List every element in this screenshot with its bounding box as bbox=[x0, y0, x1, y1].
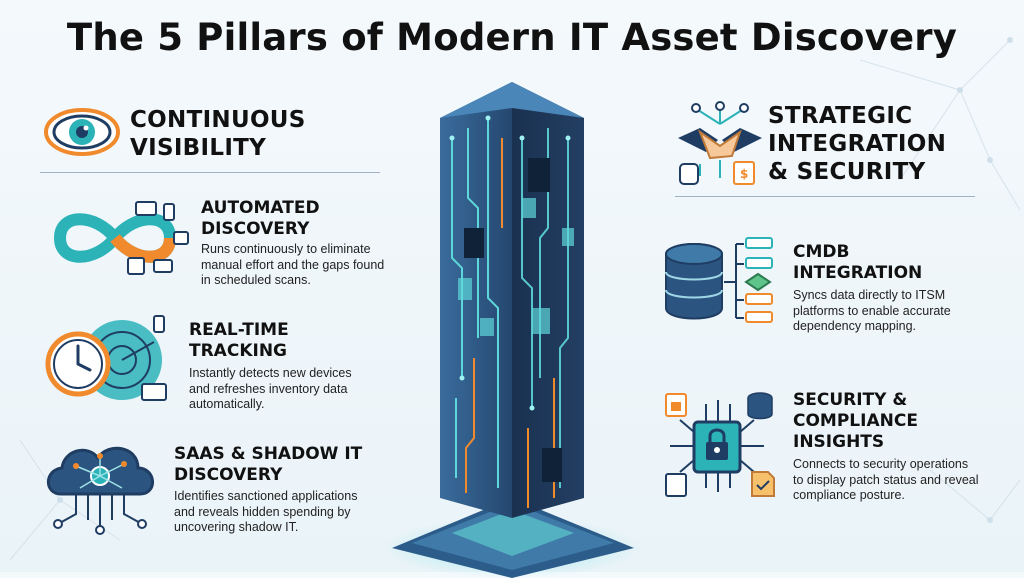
cmdb-integration-description: Syncs data directly to ITSM platforms to… bbox=[793, 288, 951, 335]
clock-radar-icon bbox=[45, 315, 167, 401]
desc-line: automatically. bbox=[189, 397, 265, 411]
title-line: SAAS & SHADOW IT bbox=[174, 444, 363, 464]
infinity-devices-icon bbox=[53, 201, 189, 275]
database-sync-icon bbox=[665, 237, 773, 323]
real-time-tracking-description: Instantly detects new devices and refres… bbox=[189, 366, 352, 413]
desc-line: dependency mapping. bbox=[793, 319, 917, 333]
title-line: COMPLIANCE bbox=[793, 411, 918, 431]
cmdb-integration-title: CMDB INTEGRATION bbox=[793, 242, 922, 284]
left-heading-line2: VISIBILITY bbox=[130, 135, 267, 161]
desc-line: Identifies sanctioned applications bbox=[174, 489, 358, 503]
desc-line: Syncs data directly to ITSM bbox=[793, 288, 946, 302]
saas-shadow-it-title: SAAS & SHADOW IT DISCOVERY bbox=[174, 444, 362, 486]
right-heading-line2: INTEGRATION bbox=[768, 131, 947, 157]
desc-line: and refreshes inventory data bbox=[189, 381, 348, 396]
page-title: The 5 Pillars of Modern IT Asset Discove… bbox=[66, 16, 958, 59]
svg-text:$: $ bbox=[740, 167, 748, 181]
desc-line: and reveals hidden spending by bbox=[174, 504, 351, 519]
desc-line: Connects to security operations bbox=[793, 457, 969, 471]
right-heading-line1: STRATEGIC bbox=[768, 103, 913, 129]
desc-line: to display patch status and reveal bbox=[793, 472, 979, 487]
desc-line: in scheduled scans. bbox=[201, 273, 311, 287]
real-time-tracking-title: REAL-TIME TRACKING bbox=[189, 320, 289, 362]
title-line: INTEGRATION bbox=[793, 263, 923, 283]
title-line: CMDB bbox=[793, 242, 850, 262]
left-section-heading: CONTINUOUS VISIBILITY bbox=[130, 106, 306, 162]
data-tower-illustration bbox=[382, 82, 642, 578]
cloud-network-icon bbox=[46, 446, 154, 535]
desc-line: uncovering shadow IT. bbox=[174, 520, 299, 534]
title-line: TRACKING bbox=[189, 341, 287, 361]
desc-line: Instantly detects new devices bbox=[189, 366, 352, 380]
title-line: REAL-TIME bbox=[189, 320, 289, 340]
eye-icon bbox=[44, 108, 120, 156]
handshake-integration-icon: $ bbox=[678, 101, 762, 185]
left-heading-line1: CONTINUOUS bbox=[130, 107, 306, 133]
title-line: AUTOMATED bbox=[201, 198, 320, 218]
title-line: INSIGHTS bbox=[793, 432, 885, 452]
right-divider bbox=[675, 196, 975, 197]
left-divider bbox=[40, 172, 380, 173]
desc-line: compliance posture. bbox=[793, 488, 905, 502]
security-compliance-title: SECURITY & COMPLIANCE INSIGHTS bbox=[793, 390, 918, 453]
security-chip-icon bbox=[665, 392, 775, 497]
security-compliance-description: Connects to security operations to displ… bbox=[793, 457, 979, 504]
right-heading-line3: & SECURITY bbox=[768, 159, 926, 185]
title-line: DISCOVERY bbox=[201, 219, 310, 239]
automated-discovery-description: Runs continuously to eliminate manual ef… bbox=[201, 242, 384, 289]
desc-line: manual effort and the gaps found bbox=[201, 257, 385, 272]
desc-line: Runs continuously to eliminate bbox=[201, 242, 371, 256]
title-line: DISCOVERY bbox=[174, 465, 283, 485]
right-section-heading: STRATEGIC INTEGRATION & SECURITY bbox=[768, 102, 946, 186]
saas-shadow-it-description: Identifies sanctioned applications and r… bbox=[174, 489, 357, 536]
title-line: SECURITY & bbox=[793, 390, 908, 410]
automated-discovery-title: AUTOMATED DISCOVERY bbox=[201, 198, 320, 240]
desc-line: platforms to enable accurate bbox=[793, 303, 951, 318]
